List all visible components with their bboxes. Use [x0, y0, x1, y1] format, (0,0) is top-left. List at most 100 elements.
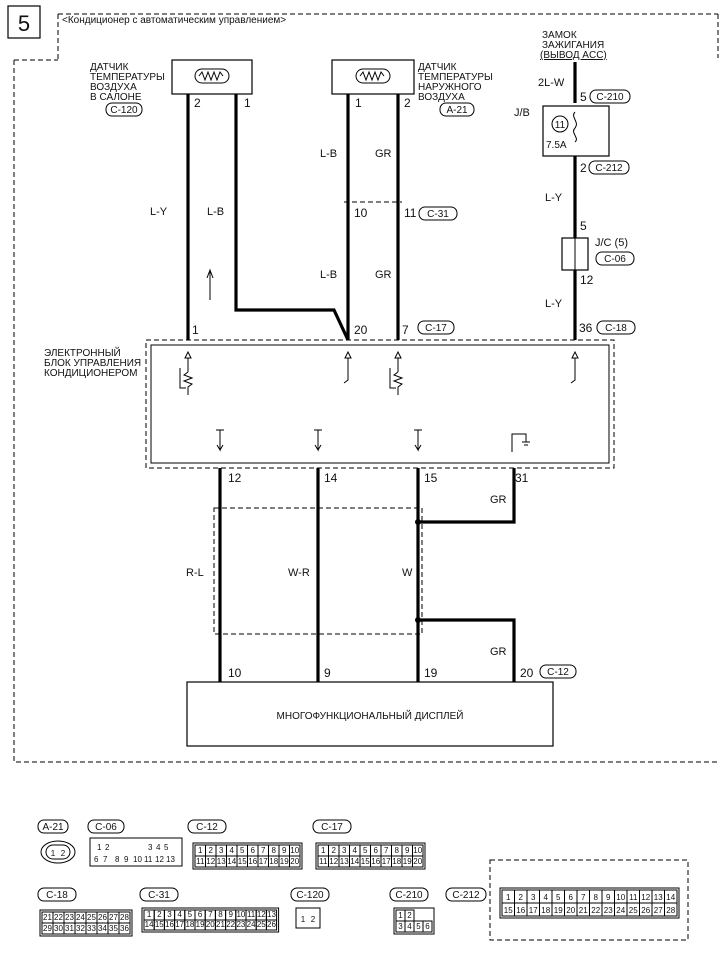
legend-c06-pin: 9: [124, 855, 129, 864]
outside-sensor-line-2: ТЕМПЕРАТУРЫ: [418, 72, 493, 83]
outside-connector-label: A-21: [446, 105, 468, 116]
legend-c212-pin: 7: [581, 893, 586, 902]
legend-c212-pin: 4: [544, 893, 549, 902]
outside-pin-left: 1: [355, 96, 362, 110]
legend-c12-pin: 4: [230, 846, 235, 855]
legend-c18-pin: 34: [98, 924, 107, 933]
legend-c12-pin: 10: [290, 846, 299, 855]
legend-c212-pin: 27: [654, 906, 663, 915]
thermistor-zigzag: [359, 70, 385, 82]
jc-pin-bottom: 12: [580, 273, 594, 287]
legend-c31-pin: 13: [267, 910, 276, 919]
ignition-line-3: (ВЫВОД ACC): [540, 50, 607, 61]
legend-c18-pin: 23: [65, 913, 74, 922]
ecu-inner-box: [150, 344, 610, 464]
legend-a21-badge: [37, 819, 69, 834]
legend-c12-pin: 7: [261, 846, 266, 855]
legend-c31-pin: 16: [165, 920, 174, 929]
ecu-ground-31: [511, 433, 530, 452]
legend-c18-pin: 26: [98, 913, 107, 922]
ecu-pin-14: 14: [324, 471, 338, 485]
display-pin-10: 10: [228, 666, 242, 680]
legend-c18-pin: 21: [43, 913, 52, 922]
wire-ly-low-label: L-Y: [545, 298, 563, 310]
legend-c31-pin: 1: [147, 910, 152, 919]
legend-c06-pin: 7: [103, 855, 108, 864]
legend-c17-pin: 12: [329, 857, 338, 866]
cabin-temp-sensor: ДАТЧИК ТЕМПЕРАТУРЫ ВОЗДУХА В САЛОНЕ 2 1 …: [90, 59, 253, 117]
ecu-output-15: [414, 429, 422, 452]
legend-c212-pin: 25: [629, 906, 638, 915]
wire-gr-outside-top-label: GR: [375, 148, 392, 160]
legend-c17-pin: 19: [403, 857, 412, 866]
joint-conn-label: C-31: [427, 209, 449, 220]
legend-c212-outline: [489, 859, 689, 941]
legend-c212-pin: 10: [616, 893, 625, 902]
legend-c31-pin: 24: [247, 920, 256, 929]
legend-c212-label: C-212: [452, 890, 480, 901]
cabin-pin-left: 2: [194, 96, 201, 110]
wire-gr-20-label: GR: [490, 646, 507, 658]
legend-c212-pin: 24: [616, 906, 625, 915]
legend-c06-pin: 5: [164, 843, 169, 852]
legend-c17-pin: 17: [382, 857, 391, 866]
legend-c210-pin: 3: [398, 922, 403, 931]
legend-c17-pin: 4: [353, 846, 358, 855]
legend-c17-pin: 3: [342, 846, 347, 855]
header-frame: [57, 13, 719, 59]
legend-c12-pin: 6: [251, 846, 256, 855]
legend-c210-pin: 5: [416, 922, 421, 931]
ecu-label-line-2: БЛОК УПРАВЛЕНИЯ: [44, 358, 141, 369]
legend-c31-pin: 23: [236, 920, 245, 929]
legend-c212-pin: 19: [554, 906, 563, 915]
display-conn-badge: [539, 664, 577, 679]
legend-c06-pin: 2: [105, 843, 110, 852]
legend-c06-pin: 3: [148, 843, 153, 852]
ecu-label-line-1: ЭЛЕКТРОННЫЙ: [44, 346, 121, 359]
legend-c18-pin: 33: [87, 924, 96, 933]
ign-conn-bottom-badge: [588, 160, 630, 175]
legend-c17-pin: 18: [392, 857, 401, 866]
legend-c31-pin: 3: [167, 910, 172, 919]
fuse-icon: [573, 111, 577, 143]
legend-c18-pin: 36: [120, 924, 129, 933]
legend-c31-pin: 25: [257, 920, 266, 929]
legend-c17-label: C-17: [321, 822, 343, 833]
cabin-connector-label: C-120: [110, 105, 138, 116]
legend-c06-pin: 11: [144, 855, 153, 864]
legend-c31-pin: 14: [145, 920, 154, 929]
legend-a21-shell: [40, 840, 76, 864]
ecu-pin-7: 7: [402, 323, 409, 337]
legend-c212-pin: 26: [641, 906, 650, 915]
legend-c212-pin: 21: [579, 906, 588, 915]
display-wires: R-L W-R W GR GR: [186, 468, 516, 682]
ecu-pin-1: 1: [192, 323, 199, 337]
ecu-label-line-3: КОНДИЦИОНЕРОМ: [44, 368, 138, 379]
ecu-pin-15: 15: [424, 471, 438, 485]
legend-c17-pin: 16: [371, 857, 380, 866]
legend-c06-pin: 6: [94, 855, 99, 864]
ecu-pin-31: 31: [515, 471, 529, 485]
legend-c120-label: C-120: [296, 890, 324, 901]
outside-sensor-line-3: НАРУЖНОГО: [418, 82, 482, 93]
outside-pin-right: 2: [404, 96, 411, 110]
wire-gr-outside-bottom-label: GR: [375, 269, 392, 281]
legend-c212-pin: 9: [606, 893, 611, 902]
legend-c212-body: [499, 887, 680, 919]
wire-lb-outside-bottom-label: L-B: [320, 269, 337, 281]
ecu-pin-12: 12: [228, 471, 242, 485]
outside-connector-badge: [439, 102, 475, 117]
legend-a21-pin-1: 1: [51, 849, 56, 858]
ign-conn-top-badge: [589, 89, 631, 104]
legend-c210-pin: 1: [398, 911, 403, 920]
display-label: МНОГОФУНКЦИОНАЛЬНЫЙ ДИСПЛЕЙ: [277, 709, 464, 722]
legend-c18-label: C-18: [46, 890, 68, 901]
legend-c212-badge: [445, 887, 487, 902]
legend-c12-pin: 1: [198, 846, 203, 855]
legend-c17-body: [315, 842, 426, 870]
legend-c212-pin: 3: [531, 893, 536, 902]
